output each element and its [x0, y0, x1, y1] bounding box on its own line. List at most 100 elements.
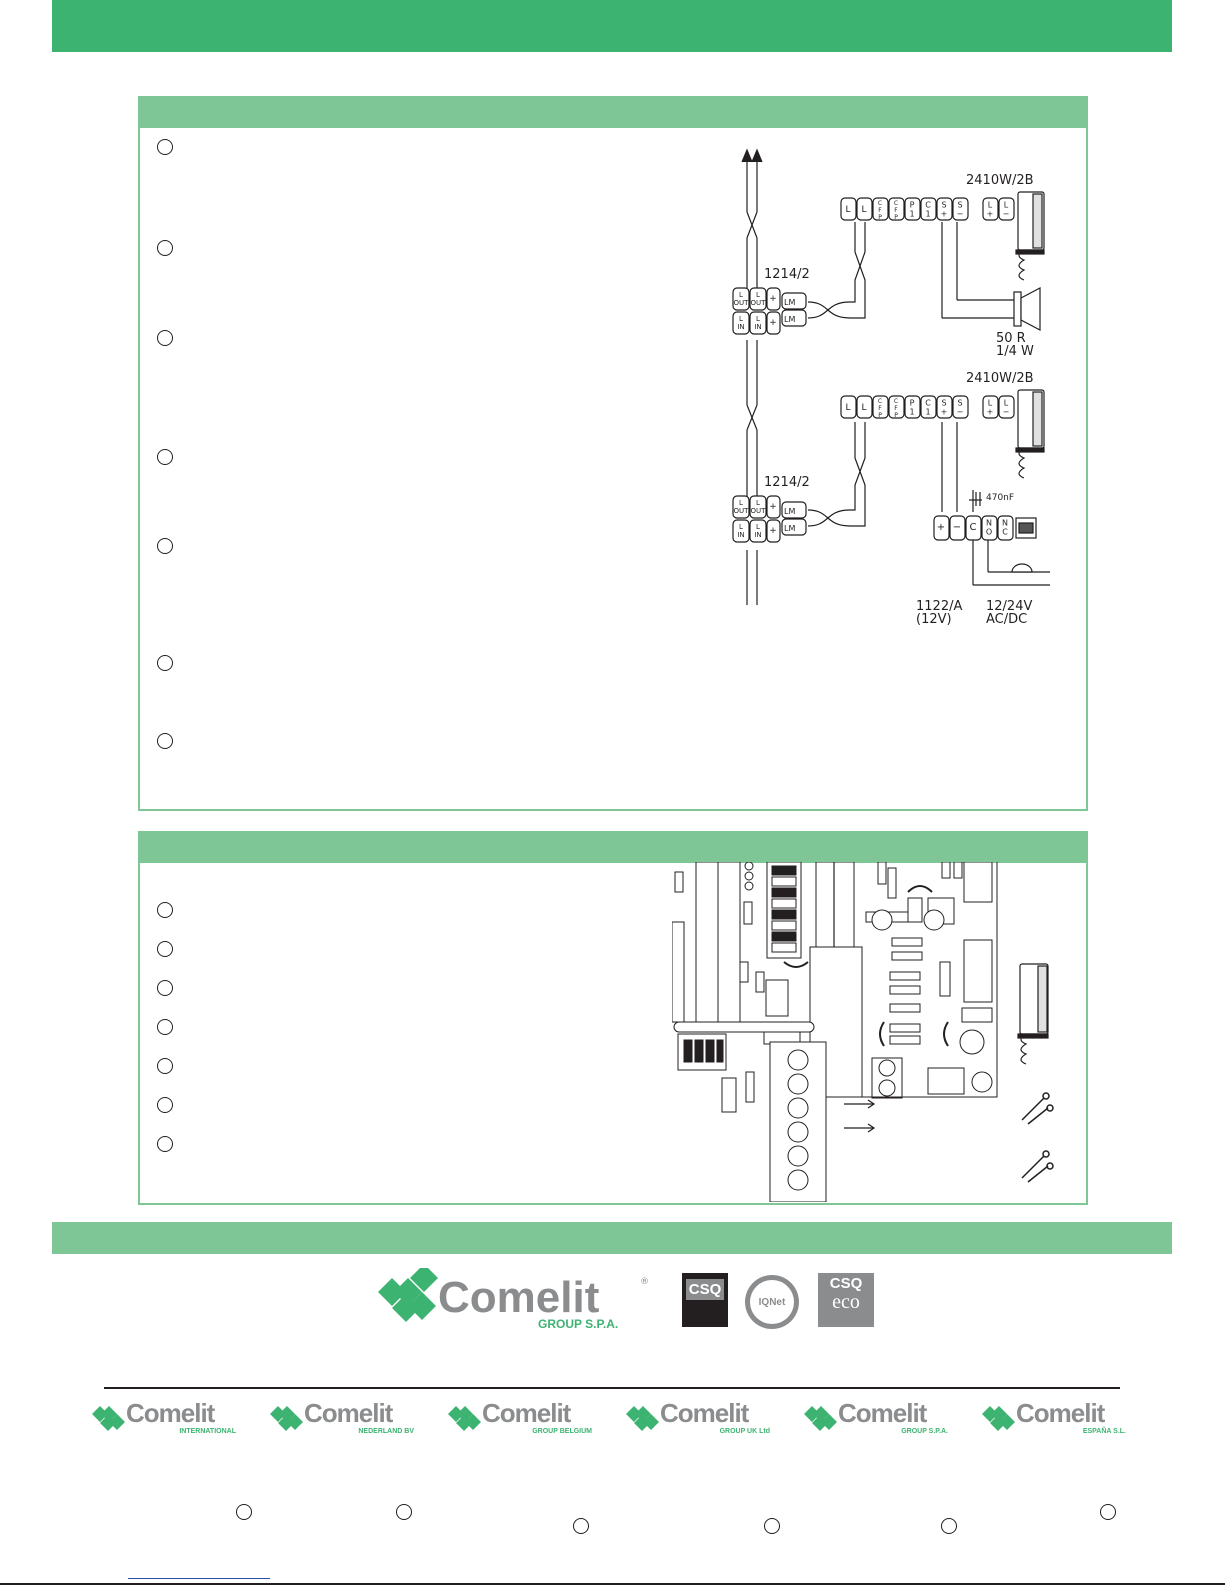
language-circle	[157, 1058, 173, 1074]
lm-label: LM	[784, 524, 795, 533]
language-circle	[157, 449, 173, 465]
resistor-power: 1/4 W	[996, 344, 1034, 359]
phone-terminal-label: L+	[987, 399, 994, 417]
lm-label: LM	[784, 507, 795, 516]
wiring-panel	[138, 96, 1088, 811]
country-circle	[573, 1518, 589, 1534]
subsidiary-sub: INTERNATIONAL	[179, 1428, 236, 1435]
country-circle	[764, 1518, 780, 1534]
lm-label: LM	[784, 298, 795, 307]
language-circle	[157, 538, 173, 554]
module-terminal-label: +	[769, 526, 777, 536]
module-terminal-label: +	[769, 318, 777, 328]
module-terminal-label: +	[769, 294, 777, 304]
logo-group: GROUP S.P.A.	[538, 1317, 618, 1331]
subsidiary-sub: GROUP S.P.A.	[901, 1428, 948, 1435]
phone-model-top: 2410W/2B	[966, 173, 1034, 188]
relay-voltage: (12V)	[916, 612, 952, 627]
country-circle	[1100, 1504, 1116, 1520]
relay-terminal-label: −	[953, 522, 961, 533]
phone-terminal-label: S−	[957, 399, 964, 417]
cert-badge-csq: CSQ	[682, 1273, 728, 1327]
cert-badge-csq-eco: CSQ eco	[818, 1273, 874, 1327]
board-panel	[138, 831, 1088, 1205]
cert-badge-iqnet: IQNet	[745, 1275, 799, 1329]
module-model-top: 1214/2	[764, 267, 810, 282]
relay-model: 1122/A	[916, 599, 962, 614]
module-model-bottom: 1214/2	[764, 475, 810, 490]
phone-terminal-label: L	[861, 205, 866, 215]
supply-voltage: 12/24V	[986, 599, 1032, 614]
phone-terminal-label: L	[861, 403, 866, 413]
phone-terminal-label: L−	[1003, 399, 1010, 417]
wiring-diagram: 2410W/2B 2410W/2B 1214/2 1214/2 LM LM LM…	[732, 148, 1050, 627]
language-circle	[157, 1019, 173, 1035]
phone-terminal-label: S+	[941, 201, 948, 219]
footer-link[interactable]	[128, 1578, 270, 1579]
language-circle	[157, 980, 173, 996]
relay-terminal-label: +	[937, 522, 945, 533]
board-panel-header	[140, 833, 1086, 863]
language-circle	[157, 655, 173, 671]
wiring-panel-header	[140, 98, 1086, 128]
subsidiary-name: Comelit	[126, 1398, 215, 1428]
language-circle	[157, 330, 173, 346]
separator-line	[104, 1387, 1120, 1389]
phone-model-bottom: 2410W/2B	[966, 371, 1034, 386]
language-circle	[157, 941, 173, 957]
language-circle	[157, 1097, 173, 1113]
subsidiary-sub: GROUP UK Ltd	[719, 1428, 770, 1435]
header-bar	[52, 0, 1172, 52]
language-circle	[157, 902, 173, 918]
relay-terminal-label: C	[970, 522, 977, 533]
language-circle	[157, 733, 173, 749]
supply-type: AC/DC	[986, 612, 1027, 627]
country-circle	[396, 1504, 412, 1520]
language-circle	[157, 1136, 173, 1152]
language-circle	[157, 139, 173, 155]
footer-bar	[52, 1222, 1172, 1254]
country-circle	[236, 1504, 252, 1520]
resistor-value: 50 R	[996, 331, 1026, 346]
capacitor-label: 470nF	[986, 493, 1014, 503]
phone-terminal-label: S−	[957, 201, 964, 219]
svg-text:®: ®	[640, 1277, 649, 1287]
country-circle	[941, 1518, 957, 1534]
subsidiary-name: Comelit	[482, 1398, 571, 1428]
phone-terminal-label: L	[845, 205, 850, 215]
phone-terminal-label: L	[845, 403, 850, 413]
subsidiary-sub: GROUP BELGIUM	[532, 1428, 592, 1435]
subsidiary-name: Comelit	[304, 1398, 393, 1428]
subsidiary-name: Comelit	[1016, 1398, 1105, 1428]
logo-wordmark: Comelit	[438, 1273, 600, 1322]
lm-label: LM	[784, 315, 795, 324]
comelit-logo: Comelit ® GROUP S.P.A.	[378, 1268, 649, 1331]
subsidiary-name: Comelit	[838, 1398, 927, 1428]
circuit-board-drawing	[672, 862, 1054, 1202]
phone-terminal-label: S+	[941, 399, 948, 417]
language-circle	[157, 240, 173, 256]
page-bottom-line	[0, 1583, 1225, 1585]
